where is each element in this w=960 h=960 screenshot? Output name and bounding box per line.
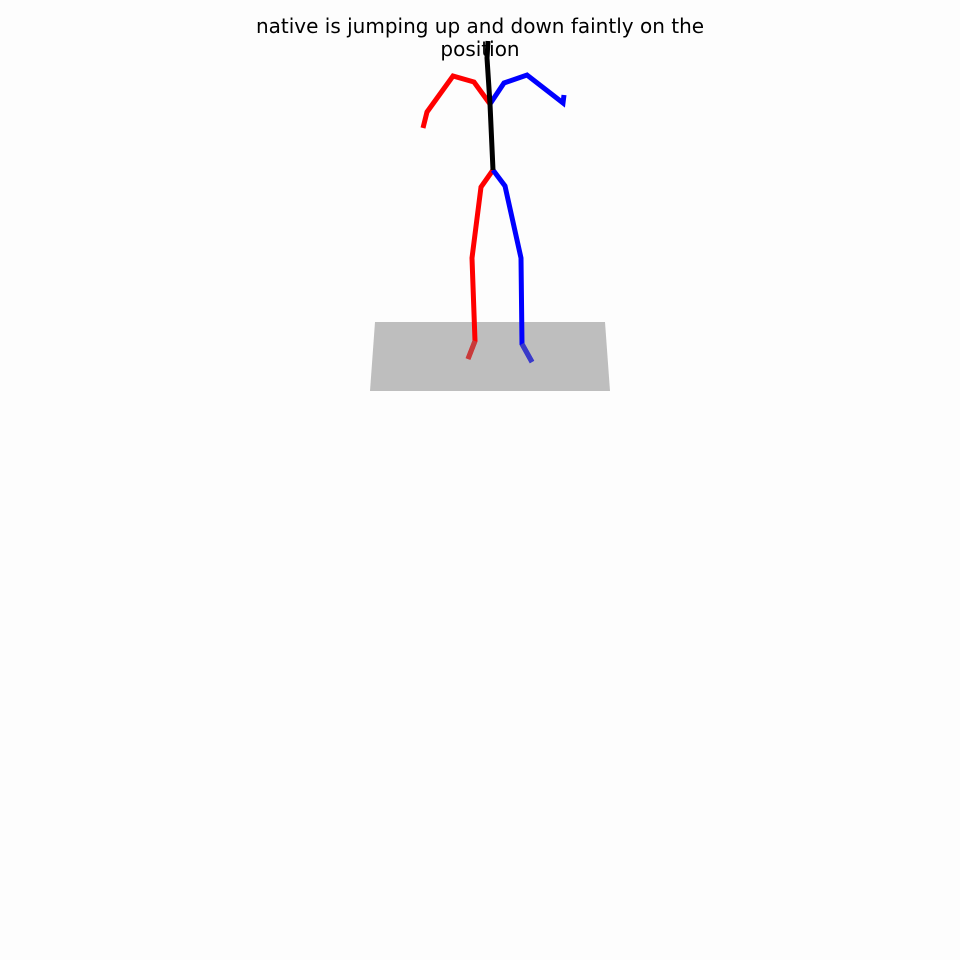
- right-foot: [465, 340, 478, 360]
- left-arm: [487, 72, 567, 108]
- left-foot: [519, 342, 535, 364]
- right-arm: [420, 73, 493, 129]
- ground-plane: [370, 322, 610, 391]
- spine: [484, 40, 496, 171]
